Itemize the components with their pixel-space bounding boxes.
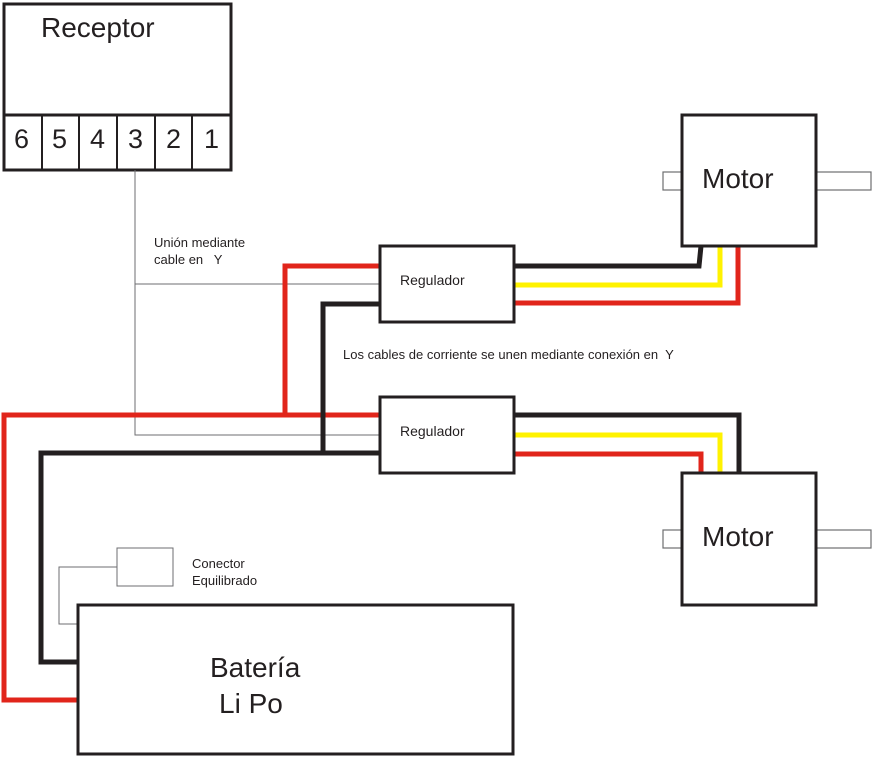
motor-bottom-shaft-left (662, 529, 683, 549)
battery-box (76, 603, 515, 756)
motor-bottom-label: Motor (702, 521, 774, 552)
receptor-port-label: 5 (52, 124, 68, 154)
motor-top-label: Motor (702, 163, 774, 194)
regulator-top-box (378, 244, 516, 324)
y-cable-note: Unión mediante cable en Y (154, 234, 245, 268)
positive-y-branch (282, 263, 380, 415)
motor-bottom-shaft-right (815, 529, 872, 549)
top-motor-black-wire (514, 245, 704, 269)
y-cable-note-line2: cable en Y (154, 252, 223, 267)
motor-bottom-box (680, 471, 818, 607)
receptor-title: Receptor (41, 12, 155, 43)
y-cable-note-line1: Unión mediante (154, 235, 246, 250)
power-join-note: Los cables de corriente se unen mediante… (343, 347, 674, 362)
bottom-motor-black-wire (514, 412, 742, 473)
regulator-top-label: Regulador (400, 272, 465, 288)
balance-connector-box (116, 547, 174, 587)
receptor-port-label: 1 (204, 124, 220, 154)
motor-top-shaft-left (662, 171, 683, 191)
balance-connector-label: Conector Equilibrado (192, 555, 257, 589)
battery-negative-wire (38, 450, 380, 665)
balance-connector-wire (58, 566, 117, 625)
receptor-port-label: 6 (14, 124, 30, 154)
battery-label-line2: Li Po (219, 688, 283, 719)
balance-connector-line2: Equilibrado (192, 573, 258, 588)
motor-top-shaft-right (815, 171, 872, 191)
top-motor-yellow-wire (514, 246, 723, 288)
negative-y-branch (320, 301, 380, 453)
receptor-port-label: 2 (166, 124, 182, 154)
receptor-port-label: 4 (90, 124, 106, 154)
regulator-bottom-label: Regulador (400, 423, 465, 439)
receptor-box (2, 2, 233, 117)
signal-wire-y-cable (134, 170, 380, 436)
bottom-motor-yellow-wire (514, 432, 723, 473)
motor-top-box (680, 113, 818, 248)
receptor-port-label: 3 (128, 124, 144, 154)
battery-positive-wire (1, 412, 380, 703)
balance-connector-line1: Conector (192, 556, 245, 571)
regulator-bottom-box (378, 395, 516, 475)
bottom-motor-red-wire (514, 451, 704, 473)
top-motor-red-wire (514, 246, 741, 306)
battery-label-line1: Batería (210, 652, 301, 683)
